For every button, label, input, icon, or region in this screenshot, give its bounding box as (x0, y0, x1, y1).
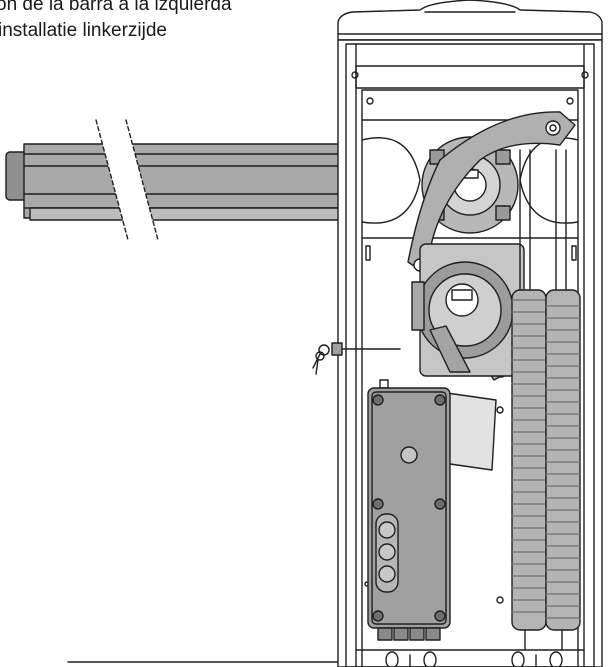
indicator-light (400, 446, 418, 464)
boom-body (23, 143, 343, 219)
caption-line-1: ón de la barra a la izquierda (0, 0, 232, 15)
control-box (367, 387, 451, 641)
lock-icon (331, 342, 401, 356)
mounting-bracket (379, 379, 504, 604)
balancing-spring-left (511, 149, 547, 651)
key-icon (312, 344, 330, 375)
caption-line-2: installatie linkerzijde (0, 20, 167, 41)
motor-unit (411, 243, 525, 377)
boom-arm (5, 119, 343, 241)
balancing-spring-right (545, 149, 581, 651)
